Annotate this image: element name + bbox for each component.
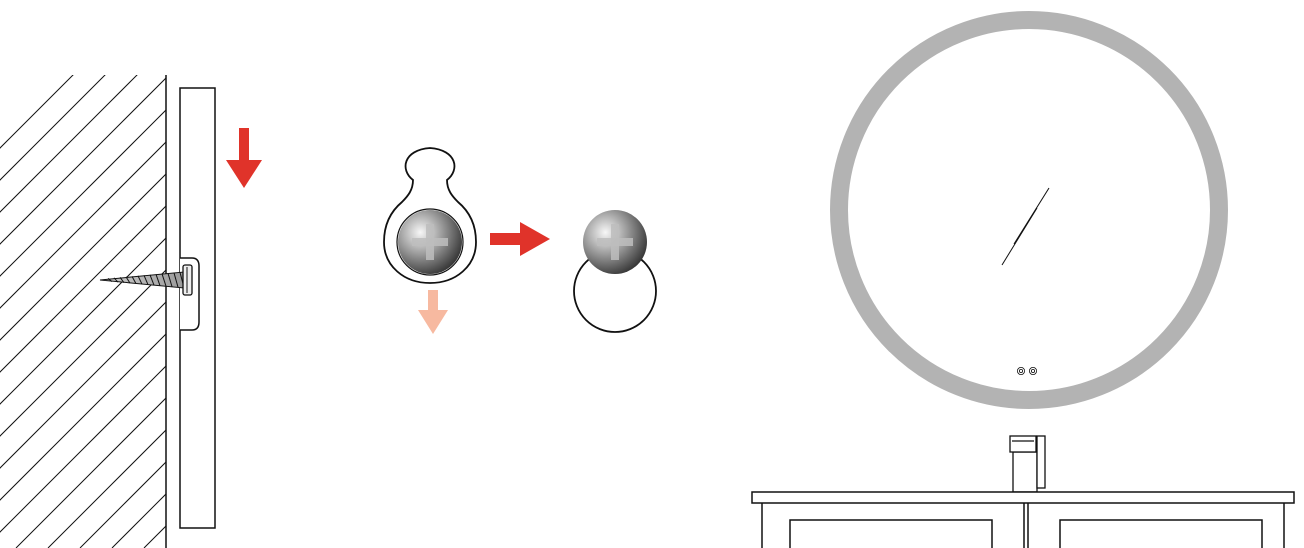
screw-thread xyxy=(173,272,179,288)
wall-hatching xyxy=(0,75,166,548)
touch-button-icon xyxy=(1017,366,1038,375)
hatch-line xyxy=(0,205,166,373)
screw-thread xyxy=(107,277,113,283)
screw-thread xyxy=(161,273,167,287)
mirror-glare-lines xyxy=(1001,187,1050,266)
hatch-line xyxy=(0,77,166,245)
mirror-vanity-panel xyxy=(751,11,1295,548)
screw-thread xyxy=(113,277,119,283)
screw-thread xyxy=(167,273,173,287)
screw-thread xyxy=(149,274,155,286)
screw-side-view xyxy=(99,264,193,296)
hatch-line xyxy=(0,333,166,501)
hatch-line xyxy=(0,109,166,277)
hatch-line xyxy=(0,75,106,181)
screw-thread xyxy=(119,277,125,283)
hatch-line xyxy=(0,237,166,405)
screw-head-icon xyxy=(583,210,647,274)
screw-thread xyxy=(131,276,137,284)
round-mirror-frame xyxy=(830,11,1228,409)
screw-thread xyxy=(143,275,149,285)
hatch-line xyxy=(79,461,166,548)
arrow-down-icon xyxy=(226,128,262,188)
hatch-line xyxy=(0,365,166,533)
keyhole-hanger-panel xyxy=(383,147,657,334)
hatch-line xyxy=(0,75,138,213)
screw-thread xyxy=(137,275,143,285)
screw-thread xyxy=(155,274,161,286)
hatch-line xyxy=(0,301,166,469)
hatch-line xyxy=(15,397,166,548)
screw-head-icon xyxy=(398,210,462,274)
hatch-line xyxy=(0,269,166,437)
screw-thread xyxy=(125,276,131,284)
vanity-countertop xyxy=(751,491,1295,504)
hatch-line xyxy=(0,141,166,309)
vanity-cabinet xyxy=(761,503,1285,548)
arrow-right-icon xyxy=(490,222,550,256)
wall-section-panel xyxy=(0,75,262,548)
hatch-line xyxy=(47,429,166,548)
hatch-line xyxy=(0,173,166,341)
faucet xyxy=(1009,435,1046,493)
arrow-down-icon xyxy=(418,290,448,334)
